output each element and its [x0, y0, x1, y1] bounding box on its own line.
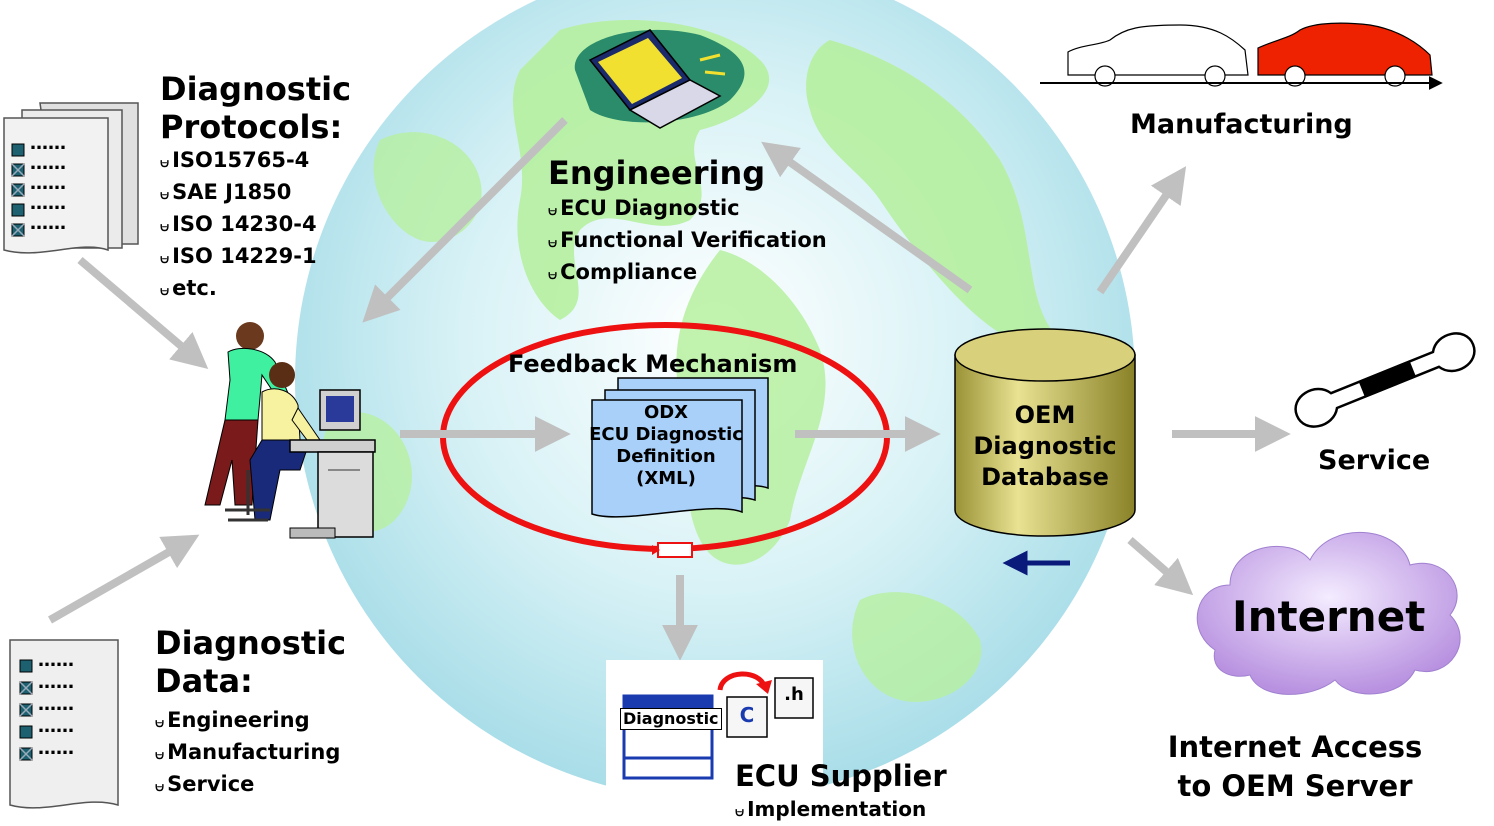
list-item: ⩁Service	[155, 772, 255, 796]
list-item: ⩁etc.	[160, 276, 217, 300]
data-title-line2: Data:	[155, 662, 253, 700]
manufacturing-label: Manufacturing	[1130, 109, 1353, 140]
database-label: OEM Diagnostic Database	[973, 401, 1117, 491]
list-item: ⩁Manufacturing	[155, 740, 341, 764]
supplier-title: ECU Supplier	[735, 759, 947, 793]
protocols-doc-text: …………………………	[30, 133, 66, 234]
protocols-section: Diagnostic Protocols:	[160, 70, 351, 146]
protocols-document-icon	[3, 102, 139, 254]
engineering-title: Engineering	[548, 154, 766, 192]
supplier-window-label: Diagnostic	[620, 708, 722, 730]
internet-cloud-icon	[1196, 531, 1461, 695]
data-doc-text: …………………………	[38, 650, 74, 759]
list-item: ⩁ISO 14230-4	[160, 212, 317, 236]
engineering-list: ⩁ECU Diagnostic ⩁Functional Verification…	[548, 194, 827, 290]
data-section: Diagnostic Data:	[155, 624, 346, 700]
laptop-icon	[574, 29, 745, 129]
protocols-title-line1: Diagnostic	[160, 70, 352, 108]
h-file-label: .h	[784, 684, 804, 705]
list-item: ⩁SAE J1850	[160, 180, 292, 204]
c-file-label: C	[739, 703, 755, 727]
protocols-title-line2: Protocols:	[160, 108, 343, 146]
data-document-icon	[9, 639, 119, 809]
odx-document-text: ODX ECU Diagnostic Definition (XML)	[589, 402, 743, 489]
database-icon	[954, 328, 1136, 537]
internet-caption: Internet Access to OEM Server	[1167, 730, 1423, 803]
data-title-line1: Diagnostic	[155, 624, 347, 662]
wrench-icon	[1294, 332, 1476, 428]
list-item: ⩁Engineering	[155, 708, 310, 732]
protocols-list: ⩁ISO15765-4 ⩁SAE J1850 ⩁ISO 14230-4 ⩁ISO…	[160, 146, 317, 306]
engineers-icon	[204, 322, 376, 539]
list-item: ⩁ISO15765-4	[160, 148, 310, 172]
list-item: ⩁ECU Diagnostic	[548, 196, 740, 220]
internet-cloud-label: Internet	[1232, 592, 1426, 641]
supplier-item: ⩁Implementation	[735, 797, 927, 821]
list-item: ⩁Functional Verification	[548, 228, 827, 252]
list-item: ⩁Compliance	[548, 260, 698, 284]
flow-arrows	[48, 117, 1291, 661]
cars-icon	[1040, 22, 1443, 90]
data-list: ⩁Engineering ⩁Manufacturing ⩁Service	[155, 706, 340, 802]
odx-document-icon	[591, 377, 769, 518]
list-item: ⩁ISO 14229-1	[160, 244, 317, 268]
service-label: Service	[1318, 445, 1431, 476]
feedback-title: Feedback Mechanism	[508, 350, 798, 378]
feedback-marker	[657, 542, 693, 558]
